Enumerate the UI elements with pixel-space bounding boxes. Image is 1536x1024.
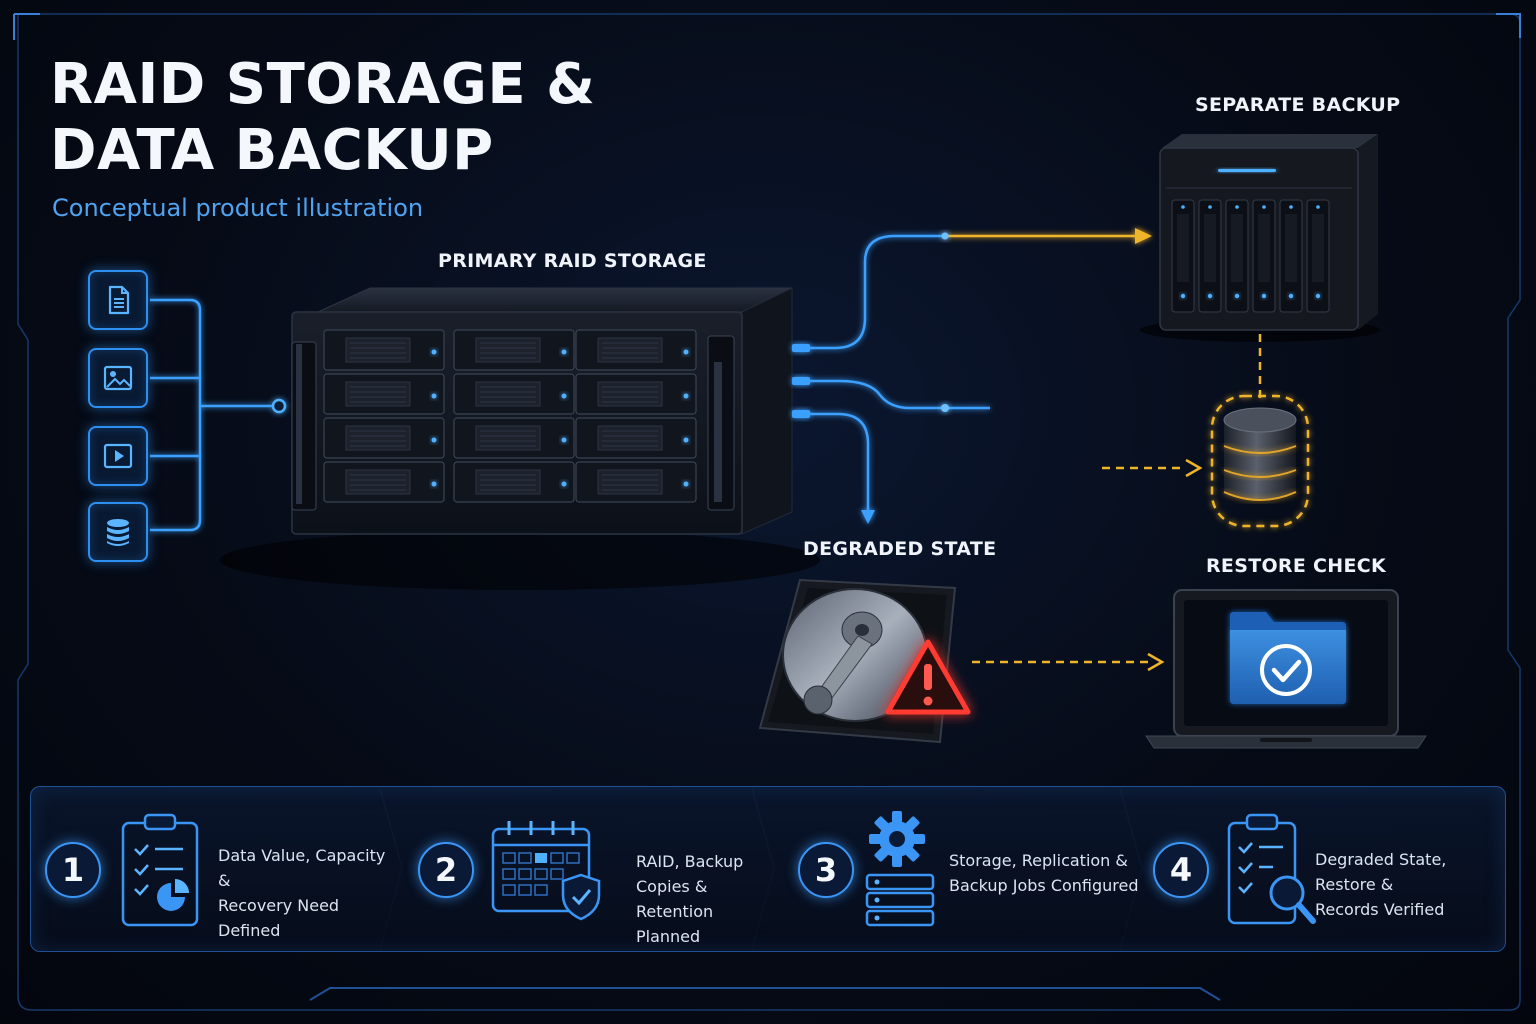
step-1: 1 Data Value, Capacity & Recovery Need D… [31,787,391,953]
step-2: 2 RAID, Backup Copies & Retention Planne… [403,787,773,953]
step-number-badge: 1 [45,842,101,898]
nas-drive-bay [1225,199,1249,313]
archive-database [1210,394,1310,528]
clipboard-search-icon [1227,813,1316,925]
folder-check-icon [1230,612,1346,704]
drive-bay [575,329,697,371]
database-icon [88,502,148,562]
nas-drive-bay [1279,199,1303,313]
drive-bay [453,373,575,415]
primary-storage-label: PRIMARY RAID STORAGE [438,250,707,272]
restore-check-label: RESTORE CHECK [1206,555,1387,577]
source-junction-node [271,398,287,414]
step-2-text: RAID, Backup Copies & Retention Planned [636,852,744,946]
degraded-state-label: DEGRADED STATE [803,538,997,560]
nas-drive-bay [1306,199,1330,313]
title-line-2: DATA BACKUP [50,118,494,183]
archive-input-arrow [1185,458,1203,478]
drive-bay [575,461,697,503]
drive-bay [453,329,575,371]
title-line-1: RAID STORAGE & [50,52,596,117]
replication-lines [796,234,1135,512]
clipboard-chart-icon [121,813,199,927]
drive-bay [575,373,697,415]
nas-drive-bay [1171,199,1195,313]
calendar-shield-icon [491,821,601,921]
step-3-text: Storage, Replication & Backup Jobs Confi… [949,851,1139,895]
drive-bay [323,461,445,503]
drive-bay [453,461,575,503]
arrow-to-degraded [861,510,875,524]
source-connectors [150,298,272,532]
drive-bay [575,417,697,459]
step-3: 3 Stora [787,787,1147,953]
image-icon [88,348,148,408]
page-title: RAID STORAGE & DATA BACKUP [50,52,595,184]
backup-nas [1140,134,1380,342]
step-number-badge: 3 [798,842,854,898]
step-4-text: Degraded State, Restore & Records Verifi… [1315,850,1447,919]
arrow-to-backup [1135,228,1152,244]
page-subtitle: Conceptual product illustration [52,194,424,222]
gear-server-icon [865,811,935,927]
video-icon [88,426,148,486]
degraded-to-restore-arrow [1147,652,1165,672]
step-1-text: Data Value, Capacity & Recovery Need Def… [218,846,386,940]
steps-panel: 1 Data Value, Capacity & Recovery Need D… [30,786,1506,952]
step-number-badge: 4 [1153,842,1209,898]
nas-drive-bay [1198,199,1222,313]
drive-bay [453,417,575,459]
step-number-badge: 2 [418,842,474,898]
document-icon [88,270,148,330]
degraded-hard-drive [758,578,957,744]
step-4: 4 Degraded State, Restore & Records Veri… [1153,787,1507,953]
warning-triangle-icon [885,639,971,715]
nas-drive-bay [1252,199,1276,313]
drive-bay [323,329,445,371]
primary-raid-chassis [220,287,820,590]
drive-bay [323,417,445,459]
separate-backup-label: SEPARATE BACKUP [1195,94,1401,116]
drive-bay [323,373,445,415]
